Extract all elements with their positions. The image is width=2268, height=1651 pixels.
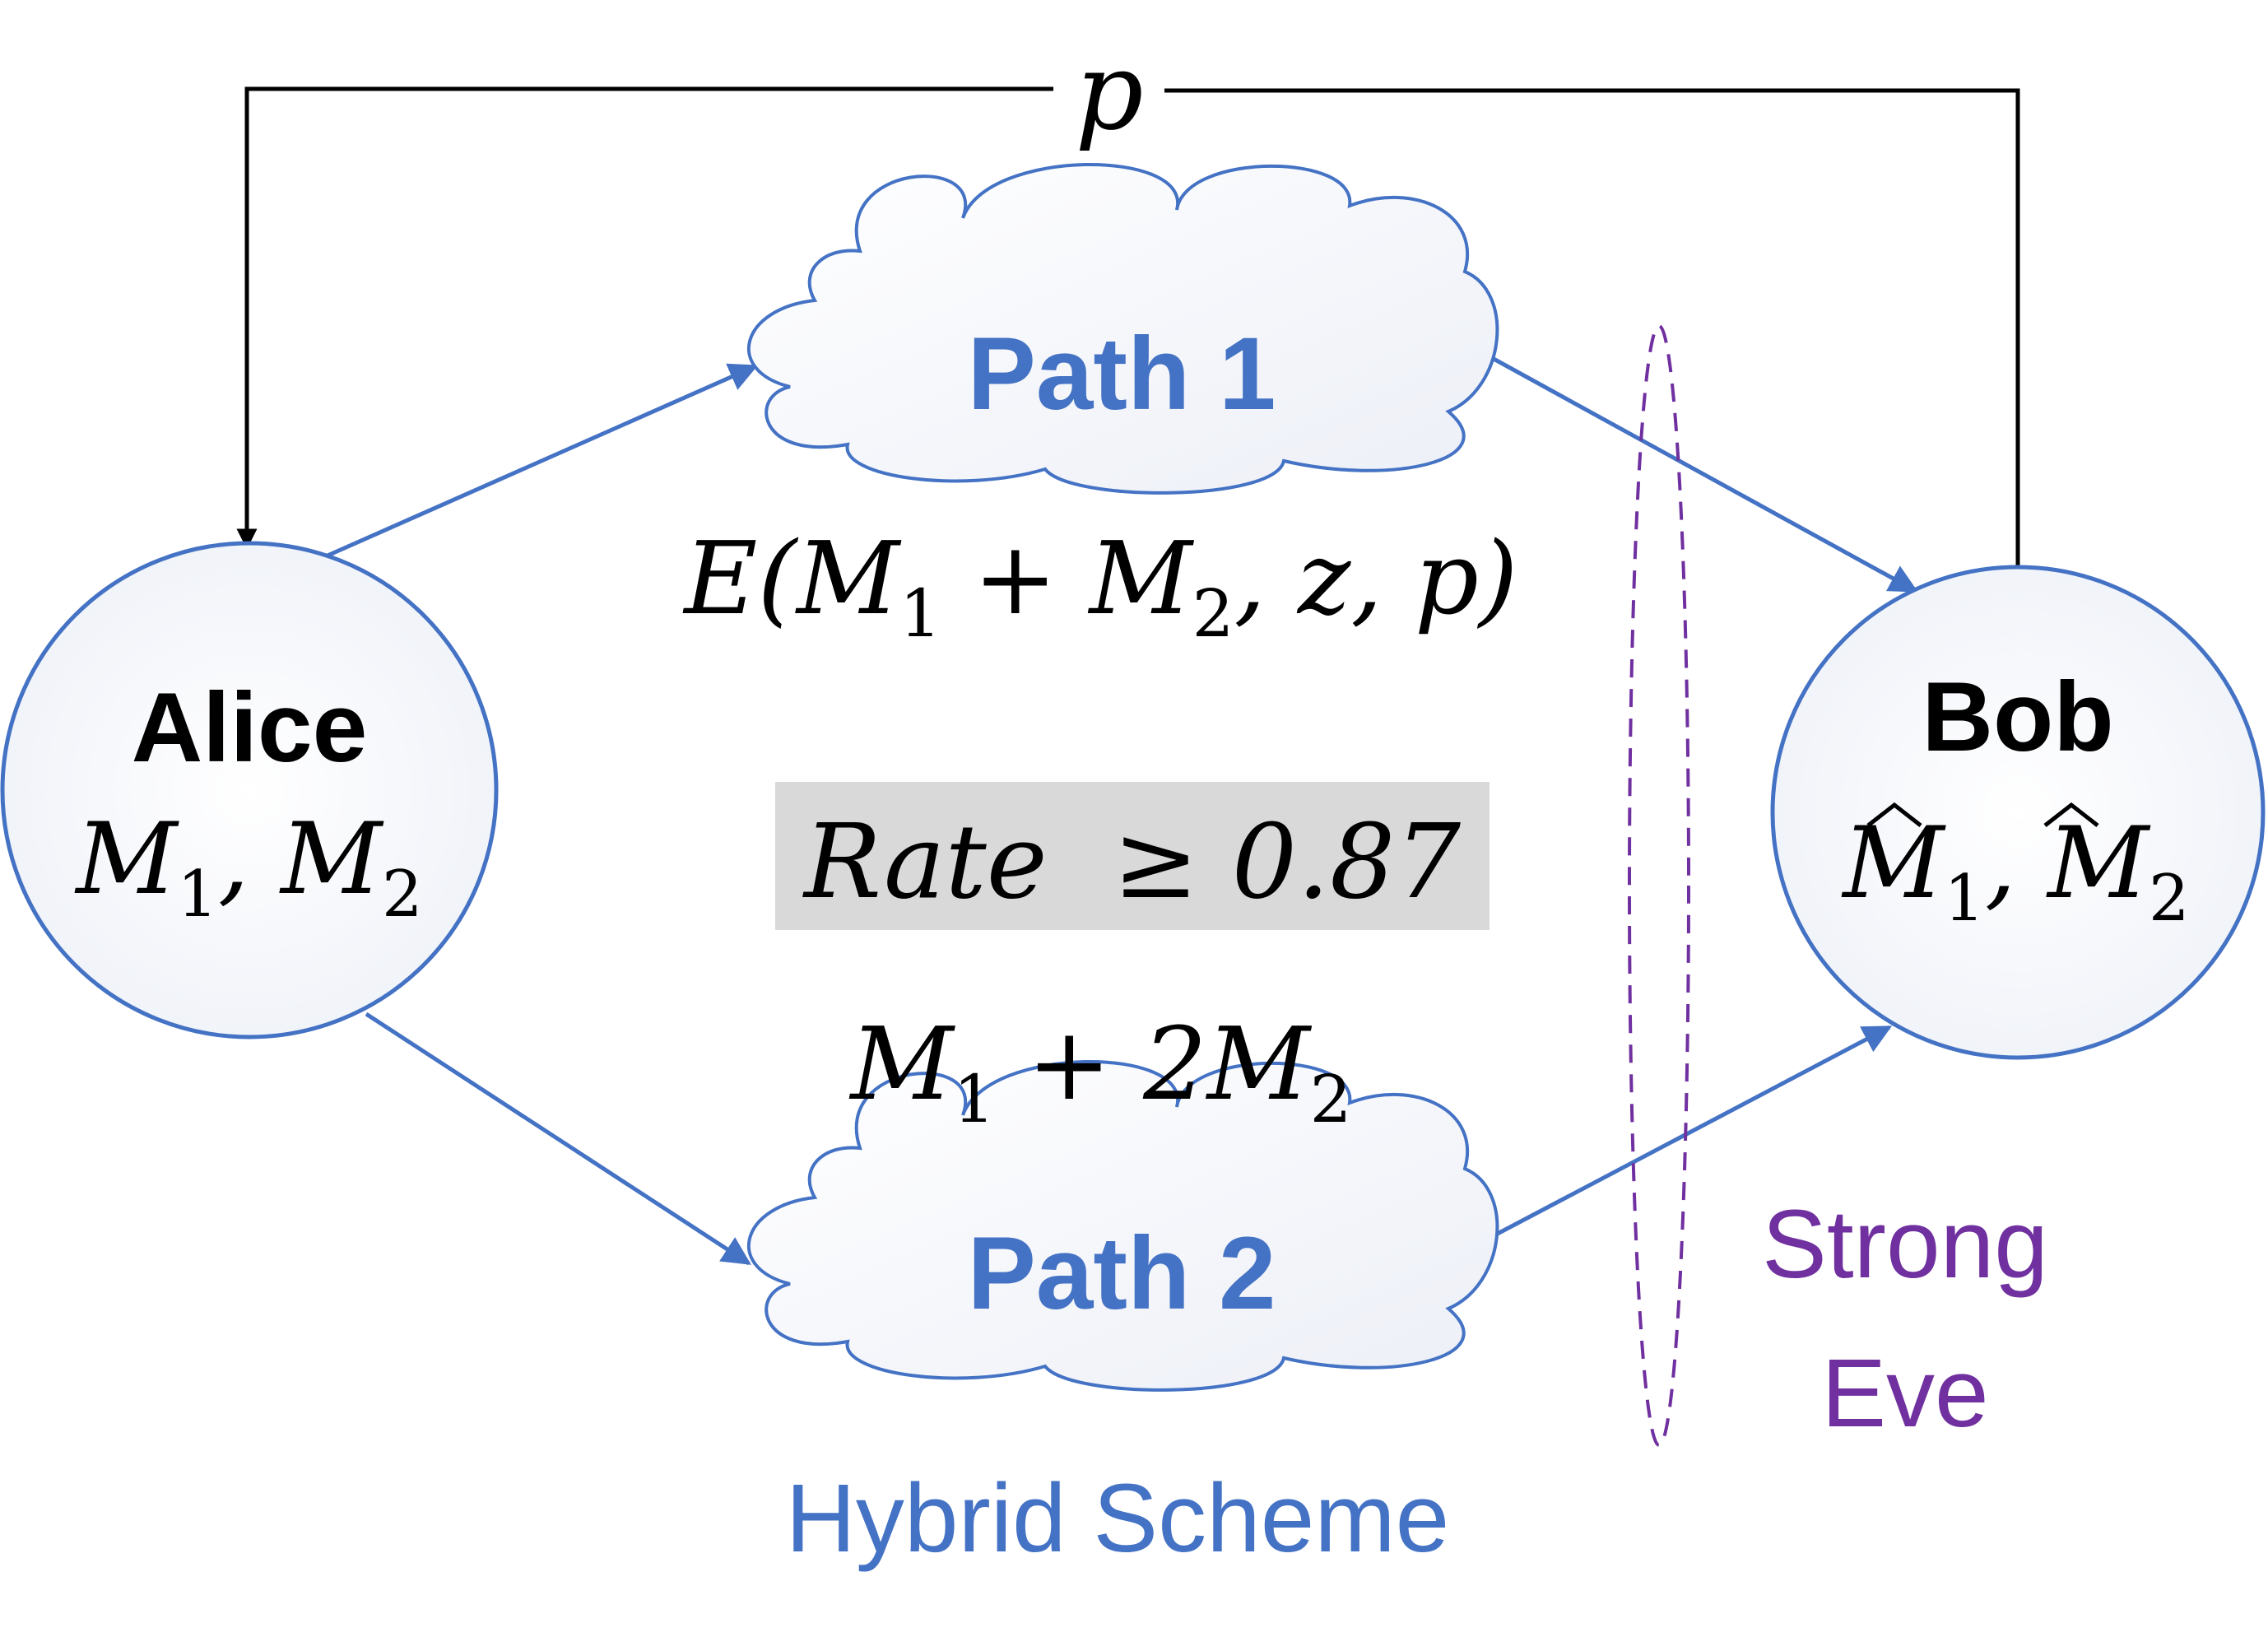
path2-payload-mid: + 2M bbox=[995, 1006, 1312, 1123]
path2-cloud bbox=[746, 1059, 1499, 1392]
bob-name: Bob bbox=[1922, 662, 2113, 772]
feedback-line bbox=[247, 86, 2020, 570]
alice-s2: 2 bbox=[382, 858, 423, 932]
bob-messages: M1, M2 bbox=[1841, 807, 2189, 936]
bob-hat-2 bbox=[2043, 802, 2099, 827]
path2-payload-pre: M bbox=[848, 1006, 955, 1123]
bob-s2: 2 bbox=[2149, 862, 2190, 936]
link-alice-path2 bbox=[365, 1012, 751, 1266]
alice-m2: M bbox=[279, 802, 384, 917]
path1-payload-mid: + M bbox=[941, 520, 1195, 637]
path1-payload-sub2: 2 bbox=[1192, 575, 1234, 652]
feedback-label: p bbox=[1075, 29, 1143, 154]
bob-s1: 1 bbox=[1944, 862, 1985, 936]
alice-m1: M bbox=[74, 802, 179, 917]
path2-payload-sub1: 1 bbox=[953, 1061, 995, 1137]
bob-node bbox=[1770, 565, 2266, 1060]
bob-m2: M bbox=[2046, 807, 2151, 921]
alice-name: Alice bbox=[132, 672, 368, 783]
link-path1-bob bbox=[1476, 347, 1919, 593]
path1-payload-pre: E(M bbox=[682, 520, 902, 637]
path2-label: Path 2 bbox=[967, 1216, 1276, 1331]
alice-sep: , bbox=[218, 802, 281, 917]
eve-label-line2: Eve bbox=[1821, 1339, 1988, 1448]
link-path2-bob bbox=[1476, 1025, 1893, 1247]
rate-box bbox=[775, 782, 1490, 930]
eve-label-line1: Strong bbox=[1762, 1190, 2048, 1299]
alice-node bbox=[0, 541, 499, 1039]
rate-text: Rate ≥ 0.87 bbox=[802, 802, 1461, 922]
path1-cloud bbox=[746, 162, 1499, 495]
bob-hat-1 bbox=[1866, 802, 1922, 827]
alice-messages: M1, M2 bbox=[74, 802, 422, 932]
path2-payload-sub2: 2 bbox=[1310, 1061, 1352, 1137]
link-alice-path1 bbox=[326, 363, 759, 558]
path1-payload-sub1: 1 bbox=[899, 575, 941, 652]
bob-m1: M bbox=[1841, 807, 1946, 921]
path1-payload: E(M1 + M2, z, p) bbox=[682, 520, 1517, 652]
path2-payload: M1 + 2M2 bbox=[848, 1006, 1351, 1137]
path1-payload-post: , z, p) bbox=[1234, 520, 1518, 637]
path1-label: Path 1 bbox=[967, 317, 1276, 431]
eve-ellipse bbox=[1628, 324, 1690, 1447]
alice-s1: 1 bbox=[177, 858, 218, 932]
scheme-caption: Hybrid Scheme bbox=[786, 1464, 1450, 1573]
bob-sep: , bbox=[1985, 807, 2047, 921]
